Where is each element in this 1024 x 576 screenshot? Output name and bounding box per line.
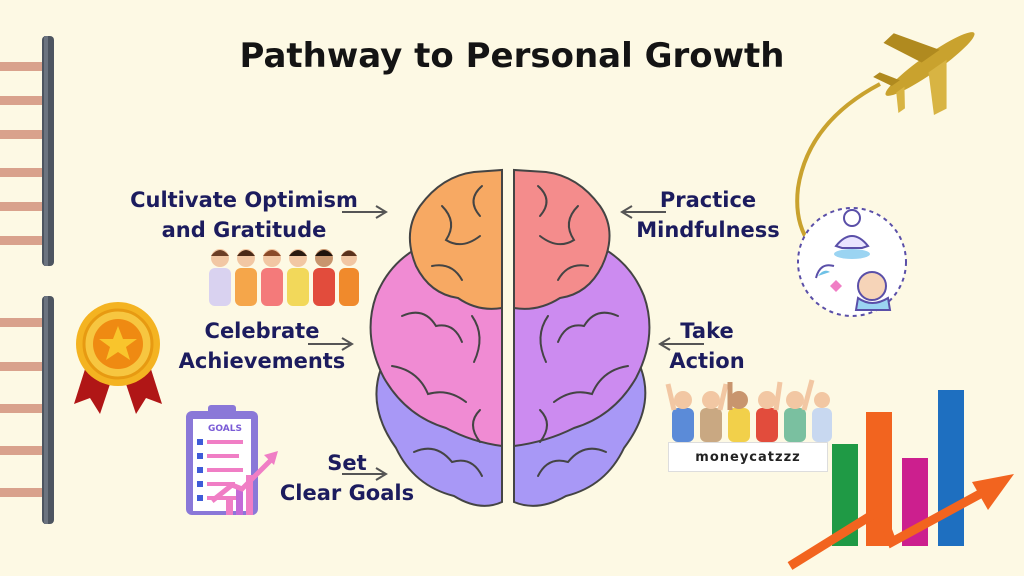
- growth-bar-chart-icon: [787, 390, 1014, 570]
- medal-icon: [74, 302, 162, 414]
- airplane-icon: [795, 32, 975, 246]
- people-group-icon: [209, 249, 359, 306]
- arrow-icon: [342, 467, 388, 481]
- brain-icon: [369, 168, 651, 507]
- label-cultivate-optimism: Cultivate Optimism and Gratitude: [118, 185, 370, 245]
- page-title: Pathway to Personal Growth: [239, 36, 785, 76]
- label-line: Set: [327, 451, 367, 475]
- logo-text: moneycatzzz: [695, 449, 801, 465]
- cheering-crowd-icon: [665, 379, 832, 442]
- arrow-icon: [342, 205, 388, 219]
- label-set-clear-goals: Set Clear Goals: [272, 448, 422, 508]
- label-line: Mindfulness: [636, 218, 780, 242]
- label-take-action: Take Action: [660, 316, 754, 376]
- clipboard-heading: GOALS: [208, 424, 242, 434]
- ladder-icon: [0, 296, 54, 524]
- label-line: Action: [669, 349, 745, 373]
- label-line: and Gratitude: [161, 218, 327, 242]
- arrow-icon: [658, 337, 704, 351]
- label-celebrate-achievements: Celebrate Achievements: [170, 316, 354, 376]
- logo-banner: moneycatzzz: [668, 442, 828, 472]
- label-line: Cultivate Optimism: [130, 188, 358, 212]
- label-line: Practice: [659, 188, 757, 212]
- arrow-icon: [620, 205, 666, 219]
- label-practice-mindfulness: Practice Mindfulness: [628, 185, 788, 245]
- label-line: Clear Goals: [279, 481, 415, 505]
- label-line: Achievements: [178, 349, 346, 373]
- label-line: Celebrate: [204, 319, 320, 343]
- arrow-icon: [308, 337, 354, 351]
- meditation-icon: [797, 207, 907, 317]
- goals-clipboard-icon: GOALS: [186, 405, 278, 515]
- label-line: Take: [680, 319, 734, 343]
- ladder-icon: [0, 36, 54, 266]
